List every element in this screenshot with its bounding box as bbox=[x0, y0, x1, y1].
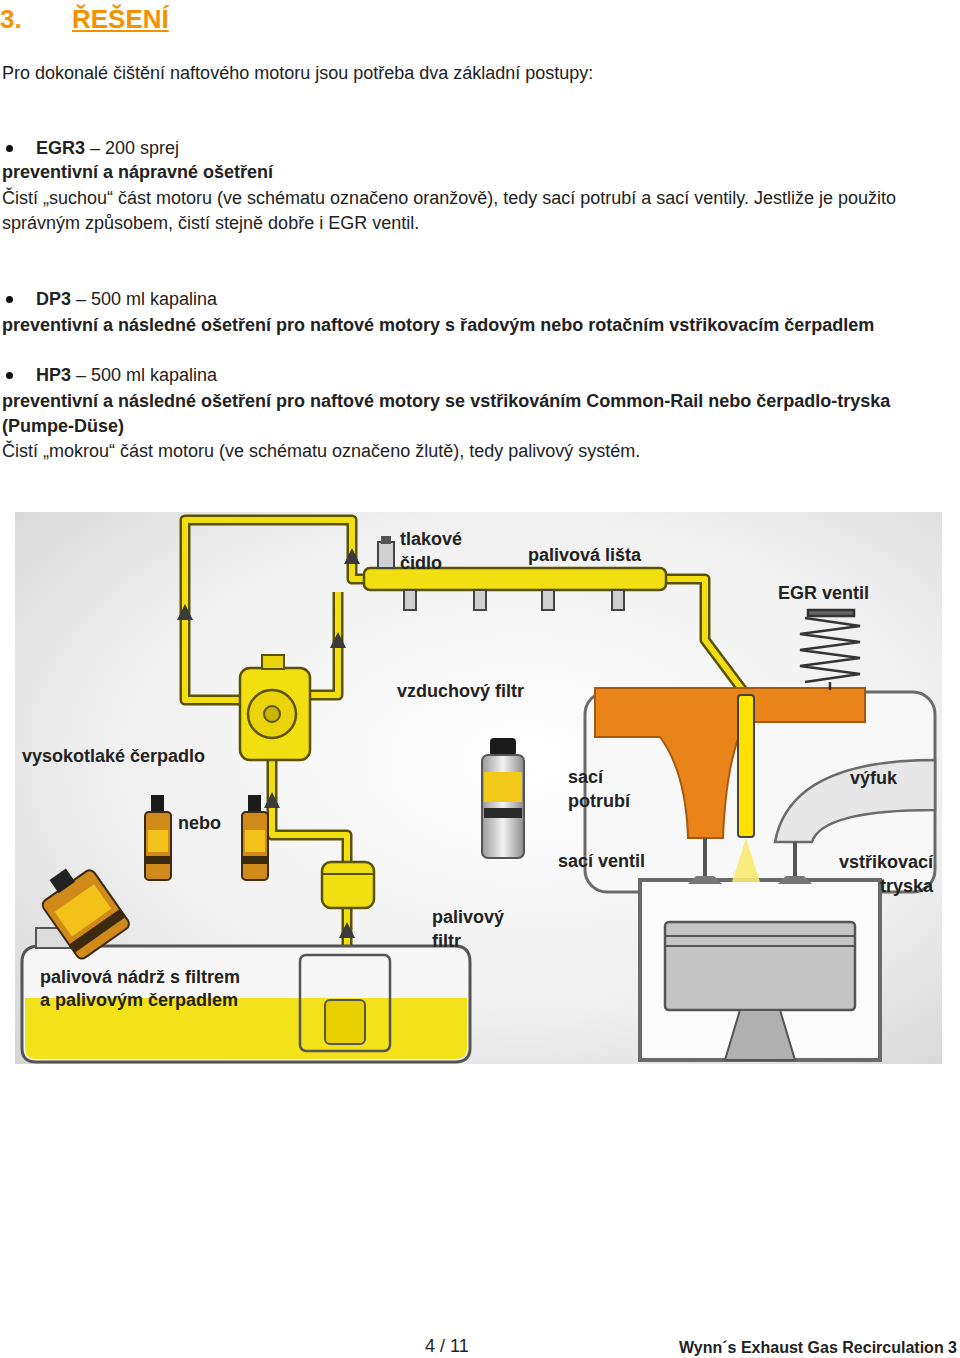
injector bbox=[738, 695, 754, 837]
part-label: vzduchový filtr bbox=[397, 680, 524, 703]
product-name: EGR3 bbox=[36, 137, 85, 160]
part-label: výfuk bbox=[850, 767, 897, 790]
section-title: ŘEŠENÍ bbox=[72, 3, 169, 35]
product-size: – 200 sprej bbox=[90, 137, 179, 160]
bullet-dot bbox=[6, 296, 13, 303]
page-number: 4 / 11 bbox=[425, 1335, 469, 1358]
part-label: tlakové čidlo bbox=[400, 527, 480, 575]
product-size: – 500 ml kapalina bbox=[76, 288, 217, 311]
pressure-sensor bbox=[378, 536, 394, 568]
treatment-type: preventivní a následné ošetření pro naft… bbox=[2, 313, 957, 338]
spray-can bbox=[482, 738, 524, 858]
pouring-bottle bbox=[32, 857, 131, 961]
part-label: sací ventil bbox=[558, 850, 645, 873]
footer-text: Wynn´s Exhaust Gas Recirculation 3 bbox=[679, 1337, 957, 1358]
egr-valve bbox=[800, 610, 860, 690]
intro-text: Pro dokonalé čištění naftového motoru js… bbox=[2, 62, 593, 85]
bullet-dot bbox=[6, 372, 13, 379]
section-number: 3. bbox=[0, 3, 22, 35]
part-label: palivová nádrž s filtrem a palivovým čer… bbox=[40, 966, 255, 1012]
additive-bottle bbox=[145, 795, 171, 880]
treatment-type: preventivní a následné ošetření pro naft… bbox=[2, 389, 957, 439]
product-name: DP3 bbox=[36, 288, 71, 311]
part-label: sací potrubí bbox=[568, 765, 656, 813]
rail-injectors bbox=[404, 590, 624, 610]
fuel-filter bbox=[322, 862, 374, 908]
part-label: palivový filtr bbox=[432, 905, 524, 953]
high-pressure-pump bbox=[240, 655, 310, 760]
additive-bottle bbox=[242, 795, 268, 880]
part-label: EGR ventil bbox=[778, 582, 869, 605]
body-text: Čistí „suchou“ část motoru (ve schématu … bbox=[2, 186, 937, 236]
part-label: vstřikovací tryska bbox=[814, 850, 933, 898]
exhaust-port bbox=[775, 760, 935, 842]
engine bbox=[585, 688, 935, 1060]
intake-manifold bbox=[595, 688, 865, 838]
part-label: palivová lišta bbox=[528, 544, 641, 567]
product-name: HP3 bbox=[36, 364, 71, 387]
bullet-dot bbox=[6, 145, 13, 152]
part-label: nebo bbox=[178, 812, 221, 835]
treatment-type: preventivní a nápravné ošetření bbox=[2, 161, 273, 184]
body-text: Čistí „mokrou“ část motoru (ve schématu … bbox=[2, 440, 640, 463]
illustration-ground bbox=[15, 512, 942, 1064]
part-label: vysokotlaké čerpadlo bbox=[22, 745, 205, 768]
product-size: – 500 ml kapalina bbox=[76, 364, 217, 387]
